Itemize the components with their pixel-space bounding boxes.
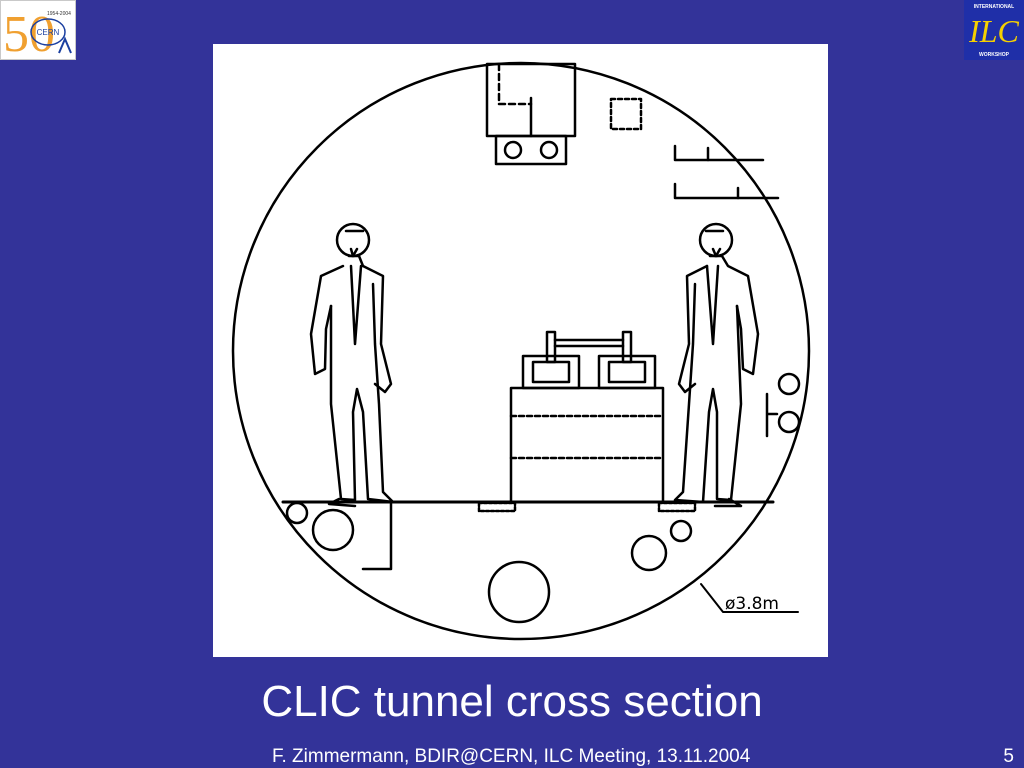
floor-rail-right <box>657 501 697 513</box>
cern-logo-mark <box>58 36 72 54</box>
cable-tray-lower <box>673 182 780 200</box>
ilc-logo-graphic: INTERNATIONAL ILC WORKSHOP <box>968 4 1019 58</box>
wall-pipe-upper <box>777 372 801 396</box>
floor-rail-left <box>477 501 517 513</box>
person-left <box>309 222 395 508</box>
ceiling-duct-detail <box>497 62 533 106</box>
cern-logo-ring <box>30 18 66 46</box>
fan-right <box>539 140 559 160</box>
ceiling-box <box>609 97 643 131</box>
cern-logo-name: CERN <box>37 28 60 37</box>
pipe-medium-right <box>630 534 668 572</box>
cern-logo-numeral: 50 <box>3 6 55 61</box>
ilc-logo-bottom-text: WORKSHOP <box>979 52 1010 58</box>
wall-pipe-lower <box>777 410 801 434</box>
tunnel-diagram: ø3.8m <box>213 44 828 657</box>
pipe-large-center <box>487 560 551 624</box>
ilc-logo-letters: ILC <box>968 13 1019 49</box>
pipe-small-right <box>669 519 693 543</box>
ilc-workshop-logo: INTERNATIONAL ILC WORKSHOP <box>964 0 1024 60</box>
cern-50-logo: 50 CERN 1954-2004 <box>0 0 76 63</box>
pipe-small-left <box>285 501 309 525</box>
tunnel-diagram-drawing: ø3.8m <box>231 61 811 641</box>
dimension-leader <box>700 583 799 613</box>
cern-logo-years: 1954-2004 <box>47 11 71 17</box>
ceiling-fans <box>494 134 568 166</box>
floor-channel <box>361 500 393 571</box>
person-right <box>673 222 760 508</box>
pipe-medium-left <box>311 508 355 552</box>
cern-50-logo-graphic: 50 CERN 1954-2004 <box>3 6 72 63</box>
cable-tray-upper <box>673 144 765 162</box>
diameter-label: ø3.8m <box>725 594 779 614</box>
slide-title: CLIC tunnel cross section <box>261 677 763 726</box>
footer-text: F. Zimmermann, BDIR@CERN, ILC Meeting, 1… <box>272 746 751 767</box>
wall-bracket <box>765 392 779 438</box>
ilc-logo-top-text: INTERNATIONAL <box>974 4 1014 10</box>
page-number: 5 <box>1003 746 1014 767</box>
accelerator-module <box>509 330 665 504</box>
fan-left <box>503 140 523 160</box>
